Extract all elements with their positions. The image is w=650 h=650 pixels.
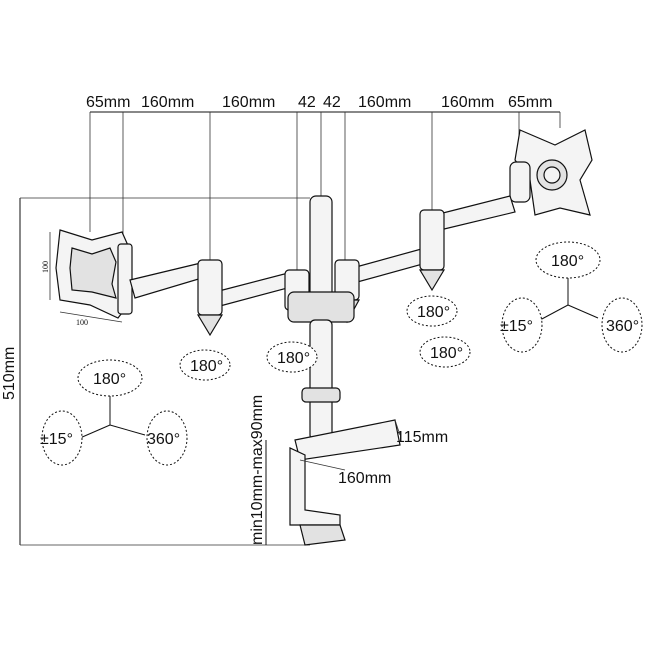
center-pole-assembly	[287, 195, 401, 546]
height-dimension-group: 510mm	[1, 197, 310, 546]
dim-label: 160mm	[358, 94, 411, 111]
rotation-label: 180°	[277, 350, 310, 367]
rotation-label: 180°	[551, 253, 584, 270]
rotation-label: 180°	[417, 304, 450, 321]
dim-label: 65mm	[508, 94, 552, 111]
right-vesa-plate	[509, 129, 593, 216]
right-rotation-diagram: 180° ±15° 360°	[500, 241, 643, 353]
dim-label: 160mm	[141, 94, 194, 111]
rotation-label: 360°	[606, 318, 639, 335]
vesa-horizontal-label: 100	[76, 318, 88, 327]
rotation-label: 360°	[147, 431, 180, 448]
dim-label: 160mm	[441, 94, 494, 111]
vesa-vertical-label: 100	[41, 261, 50, 273]
rotation-label: 180°	[430, 345, 463, 362]
clamp-range-label: min10mm-max90mm	[249, 395, 266, 545]
dim-label: 65mm	[86, 94, 130, 111]
base-width-label: 160mm	[338, 470, 391, 487]
rotation-label: 180°	[190, 358, 223, 375]
top-dimension-group: 65mm 160mm 160mm 42 42 160mm 160mm 65mm	[86, 94, 561, 272]
clamp-dimension-group: min10mm-max90mm	[249, 395, 267, 545]
dim-label: 42	[298, 94, 316, 111]
dim-label: 160mm	[222, 94, 275, 111]
rotation-label: ±15°	[500, 318, 533, 335]
left-vesa-plate: 100 100	[41, 229, 133, 327]
left-rotation-diagram: 180° ±15° 360°	[40, 359, 188, 466]
base-depth-label: 115mm	[396, 429, 448, 446]
dim-label: 42	[323, 94, 341, 111]
rotation-label: 180°	[93, 371, 126, 388]
height-label: 510mm	[1, 347, 18, 400]
rotation-label: ±15°	[40, 431, 73, 448]
joint-rotation-labels: 180° 180° 180° 180°	[179, 295, 471, 381]
